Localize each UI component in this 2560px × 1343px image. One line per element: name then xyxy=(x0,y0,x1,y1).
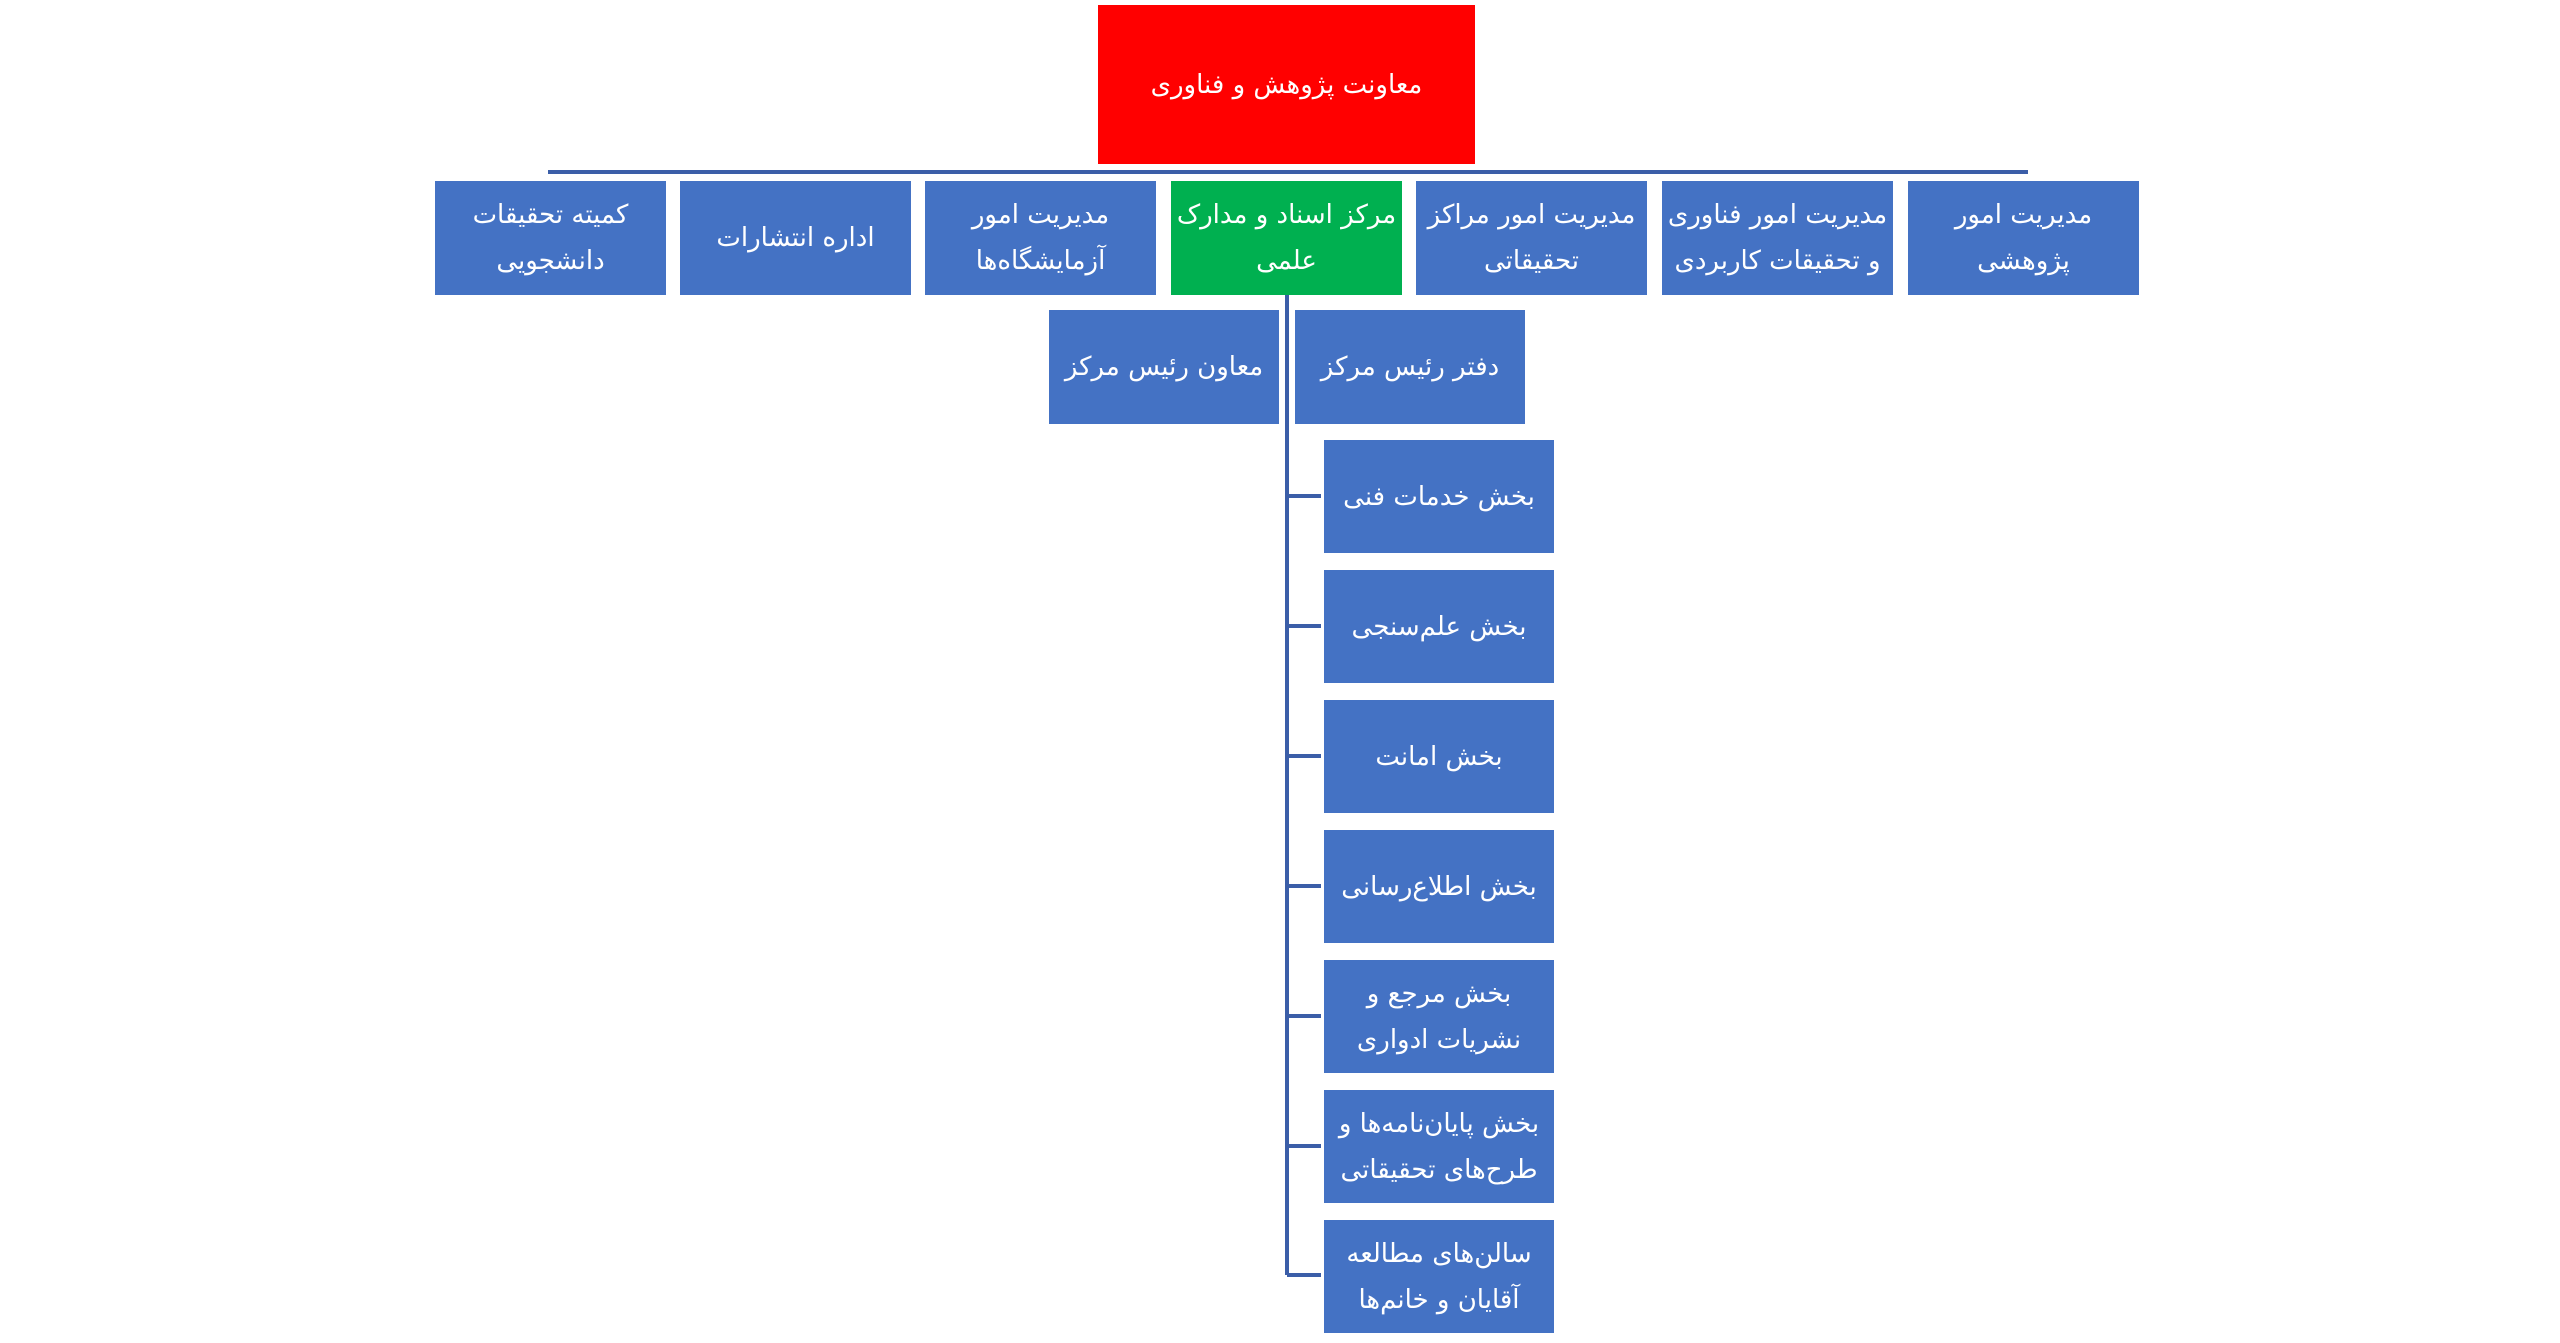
root-node[interactable]: معاونت پژوهش و فناوری xyxy=(1098,5,1475,164)
section-information-services[interactable]: بخش اطلاع‌رسانی xyxy=(1324,830,1554,943)
section-connector xyxy=(1287,754,1321,758)
section-connector xyxy=(1287,624,1321,628)
node-laboratories-management[interactable]: مدیریت امور آزمایشگاه‌ها xyxy=(925,181,1156,295)
node-label: بخش اطلاع‌رسانی xyxy=(1341,871,1537,902)
node-documents-center[interactable]: مرکز اسناد و مدارک علمی xyxy=(1171,181,1402,295)
section-reading-halls[interactable]: سالن‌های مطالعه آقایان و خانم‌ها xyxy=(1324,1220,1554,1333)
node-label: بخش امانت xyxy=(1375,741,1503,772)
section-circulation[interactable]: بخش امانت xyxy=(1324,700,1554,813)
node-head-office[interactable]: دفتر رئیس مرکز xyxy=(1295,310,1525,424)
node-publications-office[interactable]: اداره انتشارات xyxy=(680,181,911,295)
node-label: بخش مرجع و نشریات ادواری xyxy=(1356,978,1522,1055)
node-label: سالن‌های مطالعه آقایان و خانم‌ها xyxy=(1346,1238,1532,1315)
node-label: مدیریت امور مراکز تحقیقاتی xyxy=(1427,200,1636,276)
node-label: کمیته تحقیقات دانشجویی xyxy=(472,200,629,276)
section-theses-projects[interactable]: بخش پایان‌نامه‌ها و طرح‌های تحقیقاتی xyxy=(1324,1090,1554,1203)
node-student-research-committee[interactable]: کمیته تحقیقات دانشجویی xyxy=(435,181,666,295)
node-label: مدیریت امور پژوهشی xyxy=(1954,200,2093,276)
node-label: دفتر رئیس مرکز xyxy=(1320,352,1500,382)
section-connector xyxy=(1287,494,1321,498)
section-reference-periodicals[interactable]: بخش مرجع و نشریات ادواری xyxy=(1324,960,1554,1073)
node-technology-management[interactable]: مدیریت امور فناوری و تحقیقات کاربردی xyxy=(1662,181,1893,295)
section-technical-services[interactable]: بخش خدمات فنی xyxy=(1324,440,1554,553)
node-label: بخش خدمات فنی xyxy=(1343,481,1535,512)
section-scientometrics[interactable]: بخش علم‌سنجی xyxy=(1324,570,1554,683)
node-label: بخش پایان‌نامه‌ها و طرح‌های تحقیقاتی xyxy=(1338,1108,1540,1185)
node-label: معاون رئیس مرکز xyxy=(1064,352,1264,382)
section-connector xyxy=(1287,1273,1321,1277)
level1-connector-horizontal xyxy=(548,170,2028,174)
node-label: اداره انتشارات xyxy=(716,223,875,253)
section-connector xyxy=(1287,1014,1321,1018)
node-label: بخش علم‌سنجی xyxy=(1351,611,1527,642)
section-connector xyxy=(1287,1144,1321,1148)
node-deputy-head[interactable]: معاون رئیس مرکز xyxy=(1049,310,1279,424)
node-label: مدیریت امور فناوری و تحقیقات کاربردی xyxy=(1667,200,1888,276)
section-connector xyxy=(1287,884,1321,888)
center-connector-vertical xyxy=(1285,295,1289,1275)
node-research-management[interactable]: مدیریت امور پژوهشی xyxy=(1908,181,2139,295)
node-research-centers-management[interactable]: مدیریت امور مراکز تحقیقاتی xyxy=(1416,181,1647,295)
node-label: مرکز اسناد و مدارک علمی xyxy=(1176,200,1397,276)
node-label: مدیریت امور آزمایشگاه‌ها xyxy=(971,200,1110,276)
root-node-label: معاونت پژوهش و فناوری xyxy=(1150,69,1423,100)
